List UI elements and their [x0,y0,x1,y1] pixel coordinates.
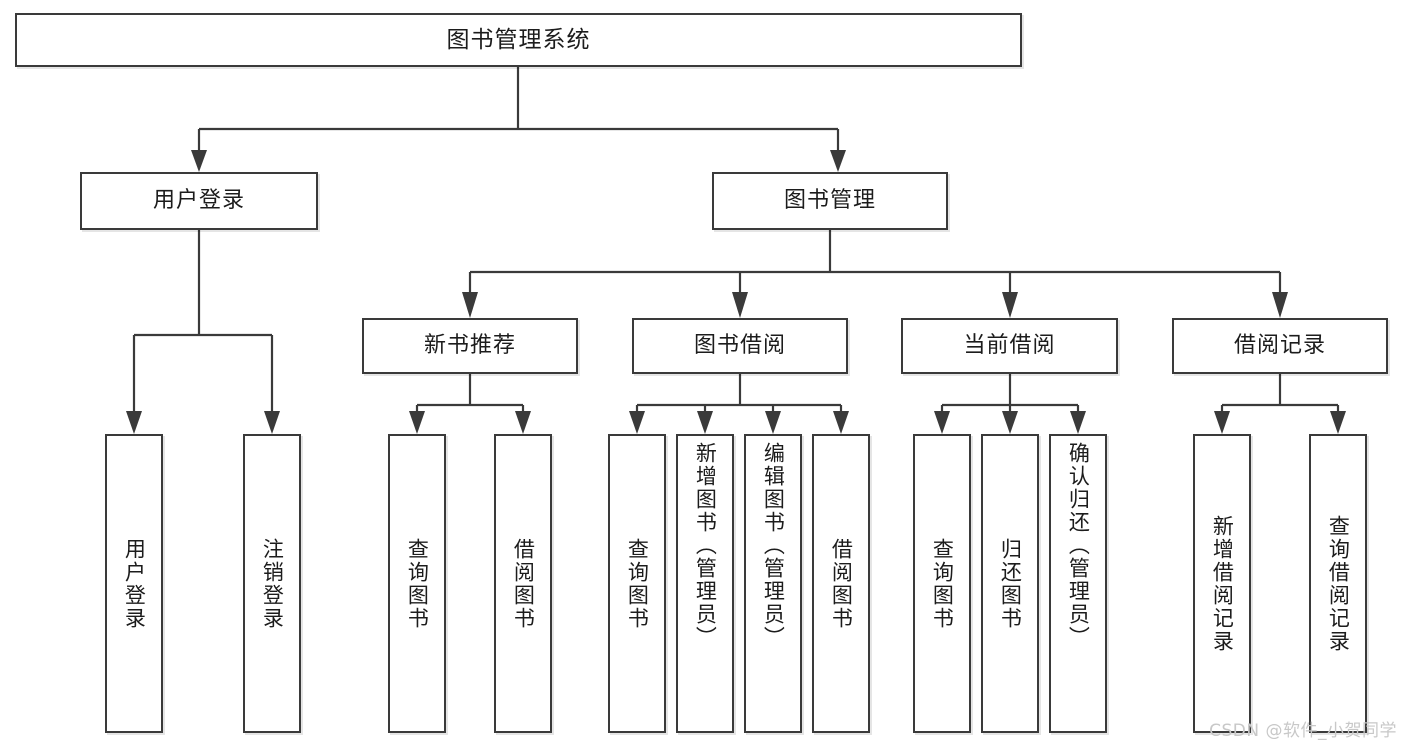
node-book-management-label: 图书管理 [783,188,876,214]
leaf-bb-add-book-label: 新增图书（管理员） [693,442,718,649]
node-root-label: 图书管理系统 [446,26,591,53]
node-book-borrow-label: 图书借阅 [693,333,786,359]
leaf-nb-query-book-label: 查询图书 [405,537,430,630]
leaf-cb-confirm-return-label: 确认归还（管理员） [1066,442,1091,649]
arrow-user-login [191,150,207,172]
leaf-cb-return-book-label: 归还图书 [998,537,1023,630]
arrow-nb-leaf1 [409,411,425,434]
node-current-borrow[interactable]: 当前借阅 [901,318,1118,374]
arrow-cb-leaf3 [1070,411,1086,434]
arrow-br-leaf1 [1214,411,1230,434]
leaf-logout[interactable]: 注销登录 [243,434,301,733]
arrow-nb-leaf2 [515,411,531,434]
leaf-br-add-record[interactable]: 新增借阅记录 [1193,434,1251,733]
leaf-cb-confirm-return[interactable]: 确认归还（管理员） [1049,434,1107,733]
leaf-logout-label: 注销登录 [260,537,285,630]
arrow-bb-leaf2 [697,411,713,434]
arrow-new-book [462,292,478,318]
arrow-cb-leaf1 [934,411,950,434]
arrow-br-leaf2 [1330,411,1346,434]
node-new-book-recommend[interactable]: 新书推荐 [362,318,578,374]
leaf-br-add-record-label: 新增借阅记录 [1210,514,1235,653]
arrow-bb-leaf3 [765,411,781,434]
leaf-bb-edit-book-label: 编辑图书（管理员） [761,442,786,649]
leaf-user-login-label: 用户登录 [122,537,147,630]
leaf-bb-add-book[interactable]: 新增图书（管理员） [676,434,734,733]
leaf-nb-borrow-book[interactable]: 借阅图书 [494,434,552,733]
node-user-login-label: 用户登录 [152,188,245,214]
node-borrow-record[interactable]: 借阅记录 [1172,318,1388,374]
arrow-book-manage [830,150,846,172]
leaf-cb-return-book[interactable]: 归还图书 [981,434,1039,733]
leaf-user-login[interactable]: 用户登录 [105,434,163,733]
arrow-current-borrow [1002,292,1018,318]
node-borrow-record-label: 借阅记录 [1233,333,1326,359]
leaf-br-query-record-label: 查询借阅记录 [1326,514,1351,653]
node-book-borrow[interactable]: 图书借阅 [632,318,848,374]
leaf-nb-borrow-book-label: 借阅图书 [511,537,536,630]
arrow-cb-leaf2 [1002,411,1018,434]
leaf-nb-query-book[interactable]: 查询图书 [388,434,446,733]
node-current-borrow-label: 当前借阅 [963,333,1056,359]
arrow-leaf-logout [264,411,280,434]
leaf-br-query-record[interactable]: 查询借阅记录 [1309,434,1367,733]
leaf-cb-query-book[interactable]: 查询图书 [913,434,971,733]
leaf-bb-edit-book[interactable]: 编辑图书（管理员） [744,434,802,733]
leaf-bb-borrow-book[interactable]: 借阅图书 [812,434,870,733]
leaf-cb-query-book-label: 查询图书 [930,537,955,630]
leaf-bb-query-book[interactable]: 查询图书 [608,434,666,733]
node-new-book-recommend-label: 新书推荐 [423,333,516,359]
leaf-bb-borrow-book-label: 借阅图书 [829,537,854,630]
leaf-bb-query-book-label: 查询图书 [625,537,650,630]
node-root[interactable]: 图书管理系统 [15,13,1022,67]
arrow-book-borrow [732,292,748,318]
csdn-watermark: CSDN @软件_小贺同学 [1209,721,1397,741]
arrow-bb-leaf4 [833,411,849,434]
arrow-borrow-record [1272,292,1288,318]
arrow-bb-leaf1 [629,411,645,434]
arrow-leaf-user-login [126,411,142,434]
node-book-management[interactable]: 图书管理 [712,172,948,230]
node-user-login[interactable]: 用户登录 [80,172,318,230]
